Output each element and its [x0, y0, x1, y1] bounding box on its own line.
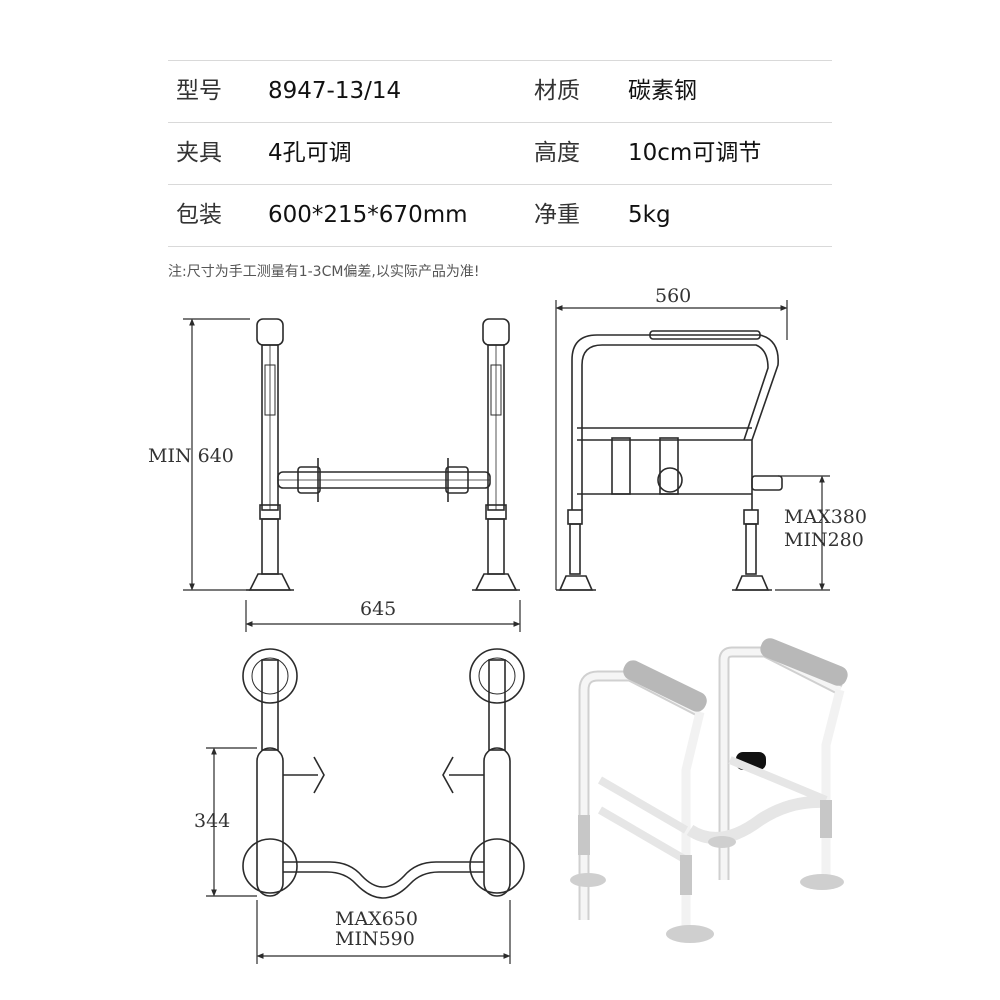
spec-label-clamp: 夹具: [176, 140, 222, 166]
spec-label-package: 包装: [176, 202, 222, 228]
side-width-dimension: [555, 300, 788, 590]
top-depth-label: 344: [194, 810, 231, 832]
spec-row: 包装 600*215*670mm 净重 5kg: [168, 184, 832, 247]
front-height-dimension: [183, 318, 250, 591]
spec-label-material: 材质: [534, 78, 580, 104]
side-view-drawing: [556, 330, 783, 591]
spec-row: 型号 8947-13/14 材质 碳素钢: [168, 60, 832, 122]
front-view-drawing: [246, 318, 520, 591]
spec-table: 型号 8947-13/14 材质 碳素钢 夹具 4孔可调 高度 10cm可调节 …: [168, 60, 832, 247]
side-height-min-label: MIN280: [784, 529, 864, 551]
measurement-note: 注:尺寸为手工测量有1-3CM偏差,以实际产品为准!: [168, 264, 480, 280]
product-render: [570, 638, 848, 943]
front-width-label: 645: [360, 598, 397, 620]
top-width-max-label: MAX650: [335, 908, 418, 930]
spec-value-package: 600*215*670mm: [268, 202, 468, 228]
spec-value-material: 碳素钢: [628, 78, 697, 104]
spec-row: 夹具 4孔可调 高度 10cm可调节: [168, 122, 832, 184]
side-height-max-label: MAX380: [784, 506, 867, 528]
front-width-dimension: [245, 600, 521, 632]
spec-label-model: 型号: [176, 78, 222, 104]
spec-label-height: 高度: [534, 140, 580, 166]
side-width-label: 560: [655, 285, 692, 307]
spec-value-model: 8947-13/14: [268, 78, 402, 104]
spec-value-weight: 5kg: [628, 202, 671, 228]
top-width-min-label: MIN590: [335, 928, 415, 950]
spec-label-weight: 净重: [534, 202, 580, 228]
top-depth-dimension: [206, 747, 257, 897]
top-view-drawing: [242, 648, 525, 899]
side-height-dimension: [775, 475, 830, 591]
top-width-dimension: [256, 900, 511, 964]
spec-value-height: 10cm可调节: [628, 140, 762, 166]
spec-value-clamp: 4孔可调: [268, 140, 352, 166]
front-height-label: MIN 640: [148, 445, 234, 467]
